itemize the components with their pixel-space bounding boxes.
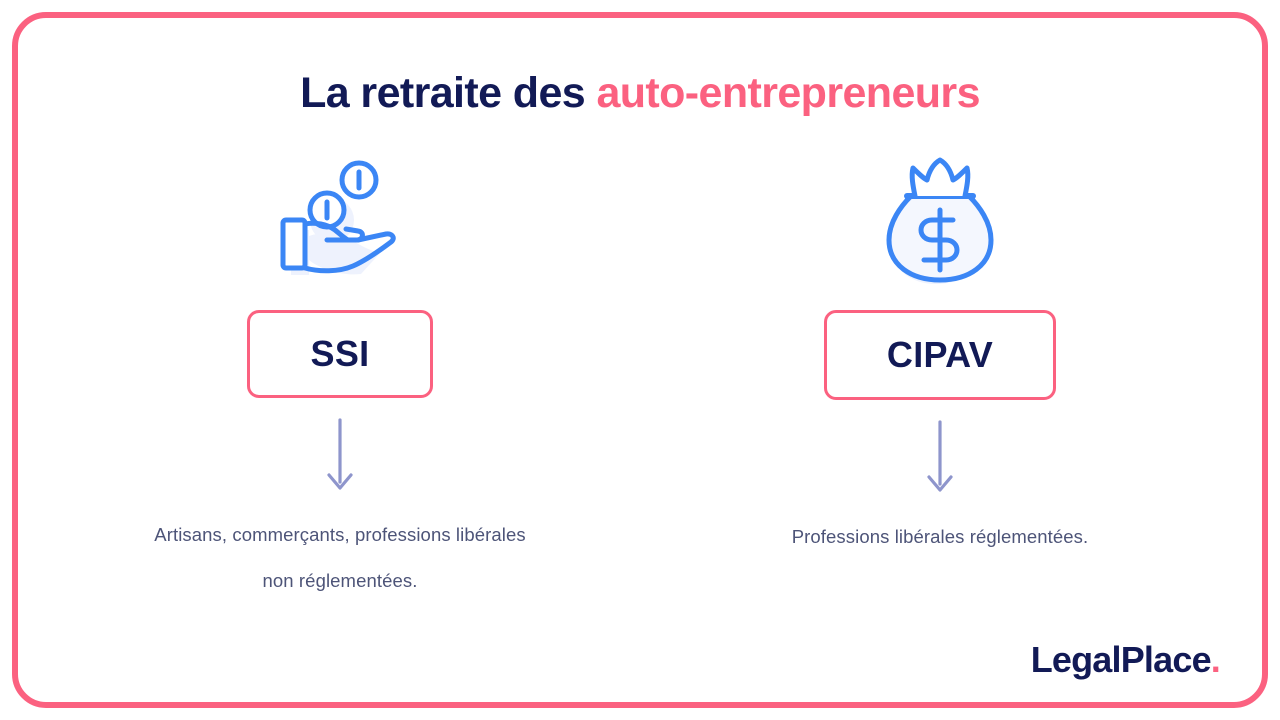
down-arrow-icon-ssi <box>322 418 358 496</box>
page-title-highlight: auto-entrepreneurs <box>596 69 980 117</box>
legalplace-logo-name: LegalPlace <box>1030 639 1212 680</box>
label-box-cipav-text: CIPAV <box>886 334 994 375</box>
branch-column-ssi: SSI Artisans, commerçants, professions l… <box>40 150 640 604</box>
legalplace-logo-dot: . <box>1210 639 1221 680</box>
page-title: La retraite des auto-entrepreneurs <box>0 69 1280 117</box>
label-box-ssi[interactable]: SSI <box>247 310 433 398</box>
money-bag-icon <box>881 150 999 290</box>
hand-with-coins-icon <box>275 150 405 290</box>
legalplace-logo: LegalPlace. <box>1030 639 1221 680</box>
branch-columns: SSI Artisans, commerçants, professions l… <box>40 150 1240 604</box>
branch-column-cipav: CIPAV Professions libérales réglementées… <box>640 150 1240 604</box>
caption-cipav: Professions libérales réglementées. <box>791 526 1089 547</box>
label-box-ssi-text: SSI <box>310 333 370 374</box>
caption-ssi: Artisans, commerçants, professions libér… <box>154 524 526 591</box>
down-arrow-icon-cipav <box>922 420 958 498</box>
label-box-cipav[interactable]: CIPAV <box>824 310 1056 400</box>
outer-frame-border <box>12 12 1268 708</box>
page-title-primary: La retraite des <box>300 69 597 117</box>
